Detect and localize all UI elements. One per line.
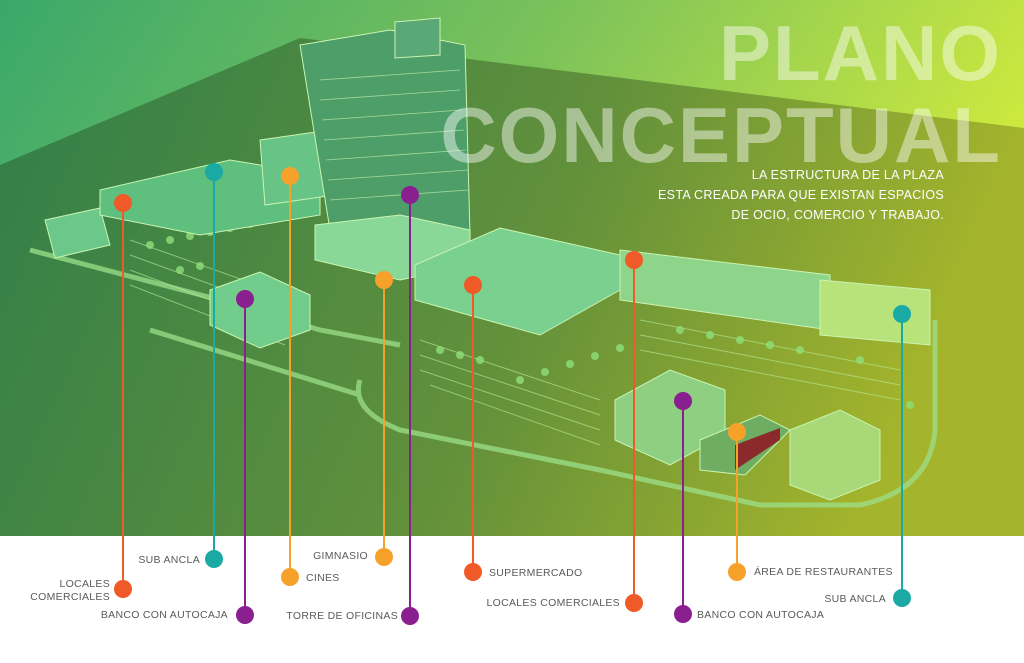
label-gimnasio: GIMNASIO — [313, 550, 368, 562]
callout-dot-top-sub-ancla-east — [893, 305, 911, 323]
callout-dot-top-torre-oficinas — [401, 186, 419, 204]
building-restaurantes-2 — [789, 409, 881, 501]
callout-markers — [114, 163, 911, 625]
callout-dot-top-gimnasio — [375, 271, 393, 289]
intro-line-3: DE OCIO, COMERCIO Y TRABAJO. — [731, 208, 944, 222]
intro-text: LA ESTRUCTURA DE LA PLAZA ESTA CREADA PA… — [644, 165, 944, 225]
callout-dot-bottom-sub-ancla-west — [205, 550, 223, 568]
label-locales-comerciales-east: LOCALES COMERCIALES — [486, 597, 620, 609]
intro-line-1: LA ESTRUCTURA DE LA PLAZA — [751, 168, 944, 182]
callout-dot-bottom-area-restaurantes — [728, 563, 746, 581]
callout-dot-bottom-supermercado — [464, 563, 482, 581]
building-locales-west — [44, 207, 111, 259]
label-sub-ancla-east: SUB ANCLA — [824, 593, 886, 605]
callout-dot-bottom-torre-oficinas — [401, 607, 419, 625]
callout-dot-top-cines — [281, 167, 299, 185]
callout-dot-bottom-locales-comerciales-east — [625, 594, 643, 612]
callout-dot-bottom-banco-autocaja-east — [674, 605, 692, 623]
tower-windows — [319, 69, 469, 201]
callout-dot-top-locales-comerciales-east — [625, 251, 643, 269]
label-torre-oficinas: TORRE DE OFICINAS — [286, 610, 398, 622]
callout-dot-bottom-sub-ancla-east — [893, 589, 911, 607]
callout-dot-bottom-gimnasio — [375, 548, 393, 566]
label-banco-autocaja-west: BANCO CON AUTOCAJA — [100, 609, 228, 621]
callout-dot-top-banco-autocaja-east — [674, 392, 692, 410]
callout-dot-bottom-banco-autocaja-west — [236, 606, 254, 624]
callout-dot-top-supermercado — [464, 276, 482, 294]
label-text-line: LOCALES — [59, 578, 110, 590]
buildings — [44, 17, 931, 501]
callout-dot-top-banco-autocaja-west — [236, 290, 254, 308]
callout-dot-bottom-cines — [281, 568, 299, 586]
label-area-restaurantes: ÁREA DE RESTAURANTES — [754, 566, 893, 578]
callout-dot-top-sub-ancla-west — [205, 163, 223, 181]
callout-dot-bottom-locales-comerciales-west — [114, 580, 132, 598]
label-text-line: COMERCIALES — [30, 591, 110, 603]
building-sub-ancla-east — [819, 279, 931, 346]
callout-dot-top-area-restaurantes — [728, 423, 746, 441]
label-banco-autocaja-east: BANCO CON AUTOCAJA — [697, 609, 825, 621]
intro-line-2: ESTA CREADA PARA QUE EXISTAN ESPACIOS — [658, 188, 944, 202]
label-cines: CINES — [306, 572, 340, 584]
label-locales-comerciales-west: LOCALES COMERCIALES — [20, 578, 110, 604]
label-sub-ancla-west: SUB ANCLA — [138, 554, 200, 566]
title-line-1: PLANO — [719, 9, 1002, 97]
label-supermercado: SUPERMERCADO — [489, 567, 583, 579]
building-banco-west — [209, 271, 311, 349]
callout-dot-top-locales-comerciales-west — [114, 194, 132, 212]
title-line-2: CONCEPTUAL — [440, 91, 1002, 179]
